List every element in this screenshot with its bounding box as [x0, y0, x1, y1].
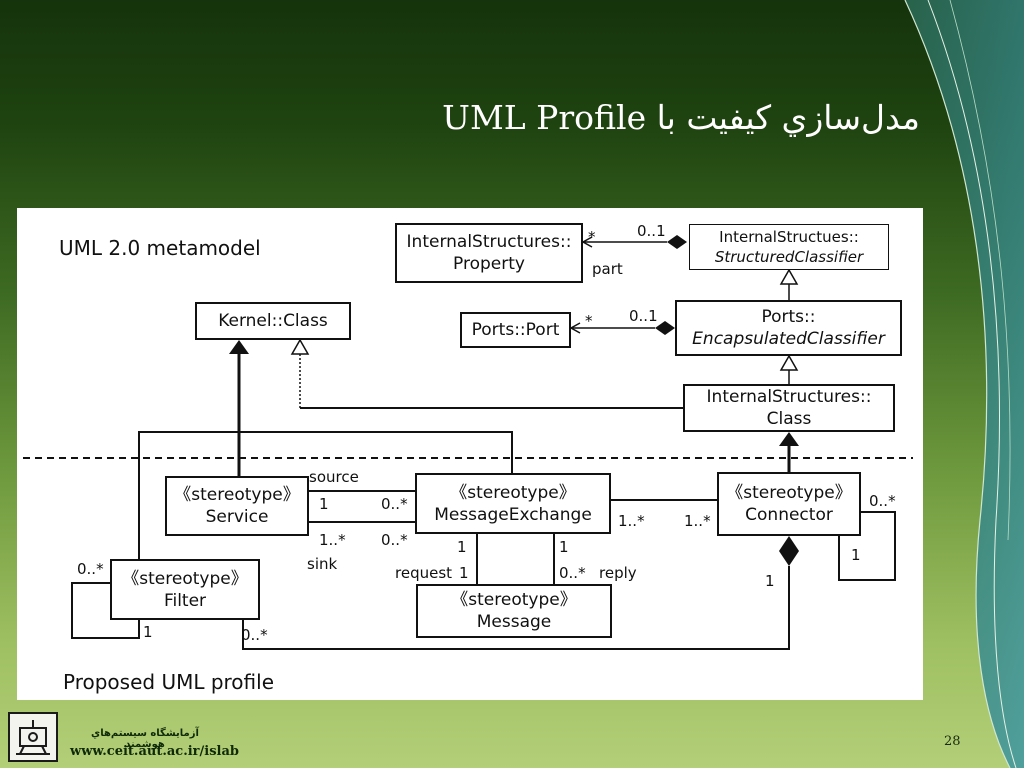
stereotype-message-exchange-keyword: 《stereotype》 — [450, 482, 576, 503]
class-ports-port: Ports::Port — [460, 312, 571, 348]
stereotype-message-name: Message — [476, 612, 552, 632]
mult-source-1: 1 — [319, 495, 329, 513]
lab-url: www.ceit.aut.ac.ir/islab — [70, 744, 239, 759]
role-request: request — [395, 564, 453, 582]
mult-part-star: * — [588, 228, 596, 246]
profile-label: Proposed UML profile — [63, 670, 275, 694]
class-structured-classifier-name: StructuredClassifier — [714, 248, 864, 266]
mult-port-01: 0..1 — [629, 307, 658, 325]
stereotype-service-keyword: 《stereotype》 — [174, 485, 300, 505]
stereotype-filter-keyword: 《stereotype》 — [122, 568, 248, 589]
stereotype-connector: 《stereotype》 Connector — [717, 472, 861, 536]
class-kernel-class-name: Kernel::Class — [218, 311, 328, 331]
class-encapsulated-classifier-name: EncapsulatedClassifier — [692, 329, 885, 349]
mult-conn-self-1: 1 — [851, 546, 861, 564]
mult-reply-0star: 0..* — [559, 564, 586, 582]
stereotype-service-name: Service — [205, 507, 269, 527]
diagram-connectors — [23, 235, 913, 650]
class-internal-class: InternalStructures:: Class — [683, 384, 895, 432]
class-structured-classifier-ns: InternalStructues:: — [719, 228, 859, 246]
stereotype-service: 《stereotype》 Service — [165, 476, 309, 536]
mult-me-conn-1star-b: 1..* — [684, 512, 711, 530]
class-structured-classifier: InternalStructues:: StructuredClassifier — [689, 224, 889, 270]
class-internal-property-ns: InternalStructures:: — [406, 232, 572, 252]
class-encapsulated-classifier-ns: Ports:: — [761, 307, 816, 327]
mult-source-0star: 0..* — [381, 495, 408, 513]
page-number: 28 — [944, 734, 961, 749]
role-reply: reply — [599, 564, 637, 582]
stereotype-message-exchange: 《stereotype》 MessageExchange — [415, 473, 611, 534]
mult-sink-1star: 1..* — [319, 531, 346, 549]
mult-filter-conn-0star: 0..* — [241, 626, 268, 644]
class-internal-class-ns: InternalStructures:: — [706, 387, 872, 407]
mult-conn-comp-1: 1 — [765, 572, 775, 590]
lab-logo-icon — [16, 720, 50, 755]
mult-me-conn-1star-a: 1..* — [618, 512, 645, 530]
mult-reply-1: 1 — [559, 538, 569, 556]
class-internal-property: InternalStructures:: Property — [395, 223, 583, 283]
mult-filter-self-0star: 0..* — [77, 560, 104, 578]
class-internal-property-name: Property — [453, 254, 525, 274]
slide-title: مدل‌سازي کيفيت با UML Profile — [442, 98, 920, 137]
class-ports-port-name: Ports::Port — [471, 320, 560, 340]
stereotype-connector-name: Connector — [745, 505, 833, 525]
lab-logo — [8, 712, 58, 762]
mult-part-01: 0..1 — [637, 222, 666, 240]
stereotype-filter-name: Filter — [163, 590, 207, 611]
mult-conn-self-0star: 0..* — [869, 492, 896, 510]
class-encapsulated-classifier: Ports:: EncapsulatedClassifier — [675, 300, 902, 356]
stereotype-connector-keyword: 《stereotype》 — [726, 483, 852, 503]
stereotype-message: 《stereotype》 Message — [416, 584, 612, 638]
role-sink: sink — [307, 555, 338, 573]
metamodel-label: UML 2.0 metamodel — [59, 236, 261, 260]
stereotype-message-keyword: 《stereotype》 — [451, 590, 577, 610]
mult-request-1-bottom: 1 — [459, 564, 469, 582]
uml-diagram: UML 2.0 metamodel Proposed UML profile I… — [17, 208, 923, 700]
mult-request-1-top: 1 — [457, 538, 467, 556]
role-source: source — [309, 468, 359, 486]
mult-filter-self-1: 1 — [143, 623, 153, 641]
stereotype-filter: 《stereotype》 Filter — [110, 559, 260, 620]
stereotype-message-exchange-name: MessageExchange — [434, 504, 592, 525]
mult-sink-0star: 0..* — [381, 531, 408, 549]
class-internal-class-name: Class — [766, 409, 812, 429]
role-part: part — [592, 260, 623, 278]
mult-port-star: * — [585, 312, 593, 330]
class-kernel-class: Kernel::Class — [195, 302, 351, 340]
lab-name: آزمايشگاه سيستم‌هاي هوشمند — [91, 728, 199, 750]
